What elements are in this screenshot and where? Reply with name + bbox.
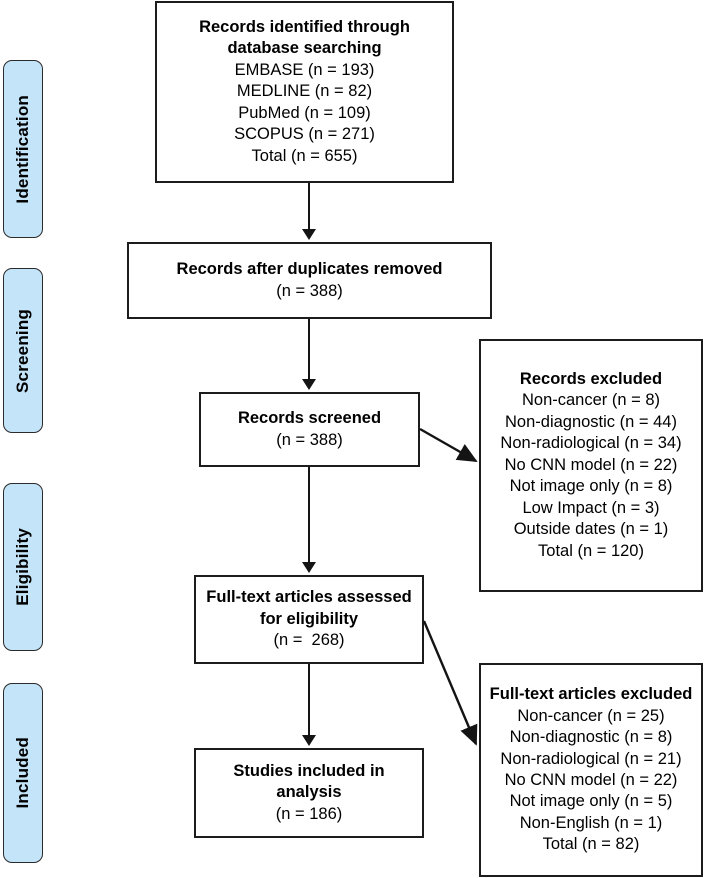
box-fulltext-excluded-heading-0: Full-text articles excluded	[489, 685, 693, 704]
box-records-identified-heading-1: database searching	[227, 39, 382, 58]
box-fulltext-excluded-line-3: No CNN model (n = 22)	[504, 771, 678, 789]
box-fulltext-excluded-line-1: Non-diagnostic (n = 8)	[509, 728, 673, 747]
box-fulltext-excluded-line-2: Non-radiological (n = 21)	[500, 749, 682, 768]
box-records-identified-line-4: Total (n = 655)	[251, 146, 358, 165]
connector-identified-to-duplicates	[308, 183, 310, 231]
box-records-excluded-line-2: Non-radiological (n = 34)	[500, 434, 682, 453]
stage-label-included: Included	[13, 737, 32, 809]
stage-label-screening: Screening	[13, 308, 32, 393]
box-fulltext-excluded-line-4: Not image only (n = 5)	[509, 792, 673, 811]
box-fulltext-assessed-heading-0: Full-text articles assessed	[206, 588, 412, 607]
arrowhead-duplicates-to-screened	[302, 379, 316, 390]
arrowhead-fulltext-to-included	[302, 735, 316, 746]
box-fulltext-excluded-line-0: Non-cancer (n = 25)	[517, 706, 665, 725]
box-studies-included: Studies included in analysis (n = 186)	[194, 748, 424, 838]
box-duplicates-removed: Records after duplicates removed (n = 38…	[127, 242, 492, 319]
box-duplicates-removed-line-0: (n = 388)	[276, 281, 343, 300]
box-records-screened: Records screened (n = 388)	[199, 392, 420, 467]
box-records-excluded: Records excluded Non-cancer (n = 8) Non-…	[479, 339, 703, 592]
connector-duplicates-to-screened	[308, 319, 310, 380]
stage-pill-included: Included	[3, 683, 43, 863]
box-records-excluded-line-3: No CNN model (n = 22)	[504, 455, 678, 474]
stage-pill-screening: Screening	[3, 268, 43, 433]
box-fulltext-assessed: Full-text articles assessed for eligibil…	[194, 575, 424, 664]
stage-label-identification: Identification	[13, 94, 32, 204]
box-records-excluded-heading-0: Records excluded	[519, 370, 663, 389]
stage-pill-eligibility: Eligibility	[3, 483, 43, 651]
arrowhead-screened-to-fulltext	[302, 562, 316, 573]
stage-label-eligibility: Eligibility	[13, 528, 32, 606]
box-records-identified-line-0: EMBASE (n = 193)	[234, 60, 375, 79]
box-records-screened-line-0: (n = 388)	[276, 430, 343, 449]
box-fulltext-excluded: Full-text articles excluded Non-cancer (…	[479, 663, 703, 877]
box-records-excluded-line-7: Total (n = 120)	[538, 541, 644, 560]
box-records-identified-line-1: MEDLINE (n = 82)	[236, 82, 373, 101]
stage-pill-identification: Identification	[3, 60, 43, 238]
box-records-identified-line-3: SCOPUS (n = 271)	[234, 125, 375, 144]
box-records-excluded-line-6: Outside dates (n = 1)	[513, 520, 669, 539]
box-fulltext-excluded-line-6: Total (n = 82)	[542, 835, 640, 854]
box-studies-included-heading-1: analysis	[276, 783, 342, 802]
box-records-identified-line-2: PubMed (n = 109)	[238, 103, 371, 122]
box-studies-included-line-0: (n = 186)	[275, 804, 343, 823]
box-studies-included-heading-0: Studies included in	[233, 761, 385, 780]
box-records-excluded-line-4: Not image only (n = 8)	[509, 477, 673, 496]
connector-screened-to-fulltext	[308, 467, 310, 564]
box-records-identified: Records identified through database sear…	[155, 1, 454, 183]
box-records-excluded-line-5: Low Impact (n = 3)	[522, 498, 660, 517]
box-records-excluded-line-1: Non-diagnostic (n = 44)	[505, 412, 677, 431]
box-fulltext-excluded-line-5: Non-English (n = 1)	[519, 813, 663, 832]
arrowhead-identified-to-duplicates	[302, 229, 316, 240]
box-records-excluded-line-0: Non-cancer (n = 8)	[521, 391, 661, 410]
box-records-identified-heading-0: Records identified through	[199, 17, 410, 36]
box-duplicates-removed-heading-0: Records after duplicates removed	[176, 260, 443, 279]
box-fulltext-assessed-heading-1: for eligibility	[259, 609, 359, 628]
connector-fulltext-to-included	[308, 664, 310, 737]
box-fulltext-assessed-line-0: (n = 268)	[273, 631, 345, 650]
box-records-screened-heading-0: Records screened	[237, 409, 382, 428]
